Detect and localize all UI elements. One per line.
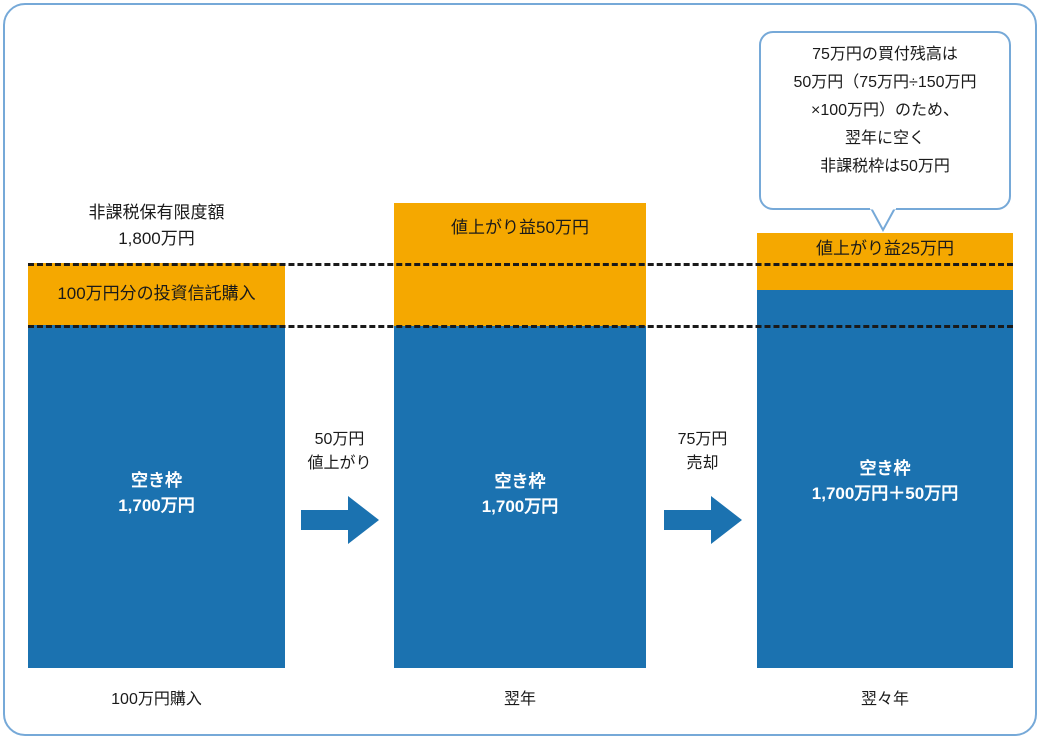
transition-arrow-2-caption-line1: 75万円 xyxy=(677,431,728,448)
callout-line-5: 非課税枠は50万円 xyxy=(820,158,950,175)
tax-free-limit-line-2: 1,800万円 xyxy=(118,229,195,248)
column-year1-orange-segment: 100万円分の投資信託購入 xyxy=(28,263,285,325)
callout-line-4: 翌年に空く xyxy=(844,130,925,147)
callout-line-1: 75万円の買付残高は xyxy=(812,46,958,63)
column-year3-blue-label-line1: 空き枠 xyxy=(859,459,911,478)
column-year3-orange-segment: 値上がり益25万円 xyxy=(757,233,1013,290)
transition-arrow-2-caption-line2: 売却 xyxy=(686,455,719,472)
tax-free-limit-line-1: 非課税保有限度額 xyxy=(88,203,225,222)
column-year2-blue-label-line2: 1,700万円 xyxy=(481,497,559,516)
column-year1-blue-label-line2: 1,700万円 xyxy=(118,496,195,515)
transition-arrow-1: 50万円 値上がり xyxy=(285,428,394,553)
axis-label-year3: 翌々年 xyxy=(860,691,909,708)
column-year1-orange-label: 100万円分の投資信託購入 xyxy=(57,284,256,303)
column-year2-orange-label: 値上がり益50万円 xyxy=(451,218,589,237)
callout-line-3: ×100万円）のため、 xyxy=(810,102,960,119)
column-year2: 値上がり益50万円 空き枠 1,700万円 xyxy=(394,203,646,668)
column-year2-blue-segment: 空き枠 1,700万円 xyxy=(394,326,646,668)
axis-label-year1: 100万円購入 xyxy=(111,691,202,708)
arrow-right-icon xyxy=(664,496,742,544)
column-year3-blue-label-line2: 1,700万円＋50万円 xyxy=(811,484,959,503)
callout-line-2: 50万円（75万円÷150万円 xyxy=(793,74,977,91)
reference-line-lower xyxy=(28,325,1013,328)
column-year3-blue-segment: 空き枠 1,700万円＋50万円 xyxy=(757,290,1013,668)
reference-line-upper xyxy=(28,263,1013,266)
column-year1: 100万円分の投資信託購入 空き枠 1,700万円 xyxy=(28,263,285,668)
tax-free-limit-caption: 非課税保有限度額 1,800万円 xyxy=(28,200,285,252)
transition-arrow-1-caption-line2: 値上がり xyxy=(307,455,372,472)
explanation-callout: 75万円の買付残高は 50万円（75万円÷150万円 ×100万円）のため、 翌… xyxy=(759,31,1011,210)
callout-tail-icon xyxy=(869,206,896,233)
arrow-right-icon xyxy=(301,496,379,544)
column-year1-blue-segment: 空き枠 1,700万円 xyxy=(28,325,285,668)
transition-arrow-1-caption-line1: 50万円 xyxy=(314,431,365,448)
column-year3: 値上がり益25万円 空き枠 1,700万円＋50万円 xyxy=(757,233,1013,668)
axis-label-year2: 翌年 xyxy=(503,691,536,708)
column-year3-orange-label: 値上がり益25万円 xyxy=(816,239,954,258)
column-year2-blue-label-line1: 空き枠 xyxy=(494,472,546,491)
column-year1-blue-label-line1: 空き枠 xyxy=(131,471,182,490)
transition-arrow-2: 75万円 売却 xyxy=(648,428,757,553)
